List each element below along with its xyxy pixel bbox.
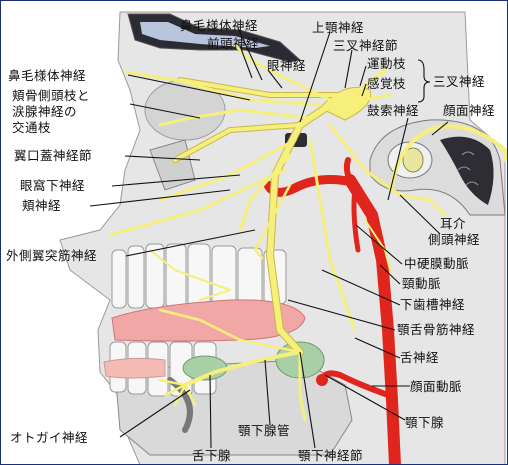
label-pterygopalatine-ganglion: 翼口蓋神経節	[14, 148, 92, 163]
label-lateral-pterygoid-nerve: 外側翼突筋神経	[6, 248, 97, 263]
label-facial-nerve: 顔面神経	[443, 103, 495, 118]
label-mylohyoid-nerve: 顎舌骨筋神経	[397, 322, 475, 337]
label-inferior-alveolar-nerve: 下歯槽神経	[400, 297, 465, 312]
label-facial-artery: 顔面動脈	[410, 379, 462, 394]
label-mental-nerve: オトガイ神経	[10, 430, 88, 445]
label-submandibular-gland: 顎下腺	[405, 415, 444, 430]
label-infraorbital-nerve: 眼窩下神経	[20, 178, 85, 193]
label-ophthalmic-nerve: 眼神経	[267, 58, 306, 73]
label-carotid-artery: 頸動脈	[402, 276, 441, 291]
label-frontal-nerve: 前頭神経	[207, 36, 259, 51]
label-sensory-branch: 感覚枝	[367, 76, 406, 91]
lower-lip	[104, 358, 165, 378]
label-auriculotemporal-2: 側頭神経	[428, 232, 480, 247]
label-zygomaticotemporal-2: 涙腺神経の	[12, 104, 77, 119]
label-maxillary-nerve-top: 上顎神経	[312, 20, 364, 35]
label-submandibular-ganglion: 顎下神経節	[298, 448, 363, 463]
label-trigeminal-ganglion: 三叉神経節	[333, 38, 398, 53]
label-lingual-nerve: 舌神経	[400, 350, 439, 365]
label-submandibular-duct: 顎下腺管	[238, 423, 290, 438]
label-nasociliary-top: 鼻毛様体神経	[180, 18, 258, 33]
label-auriculotemporal-1: 耳介	[440, 216, 466, 231]
label-middle-meningeal-artery: 中硬膜動脈	[404, 256, 469, 271]
label-zygomaticotemporal-1: 頬骨側頭枝と	[12, 88, 90, 103]
label-nasociliary-left: 鼻毛様体神経	[8, 68, 86, 83]
label-sublingual-gland: 舌下腺	[192, 448, 231, 463]
label-chorda-tympani: 鼓索神経	[367, 103, 419, 118]
label-trigeminal-nerve: 三叉神経	[433, 74, 485, 89]
label-buccal-nerve: 頬神経	[22, 198, 61, 213]
label-motor-branch: 運動枝	[367, 56, 406, 71]
label-zygomaticotemporal-3: 交通枝	[12, 120, 51, 135]
